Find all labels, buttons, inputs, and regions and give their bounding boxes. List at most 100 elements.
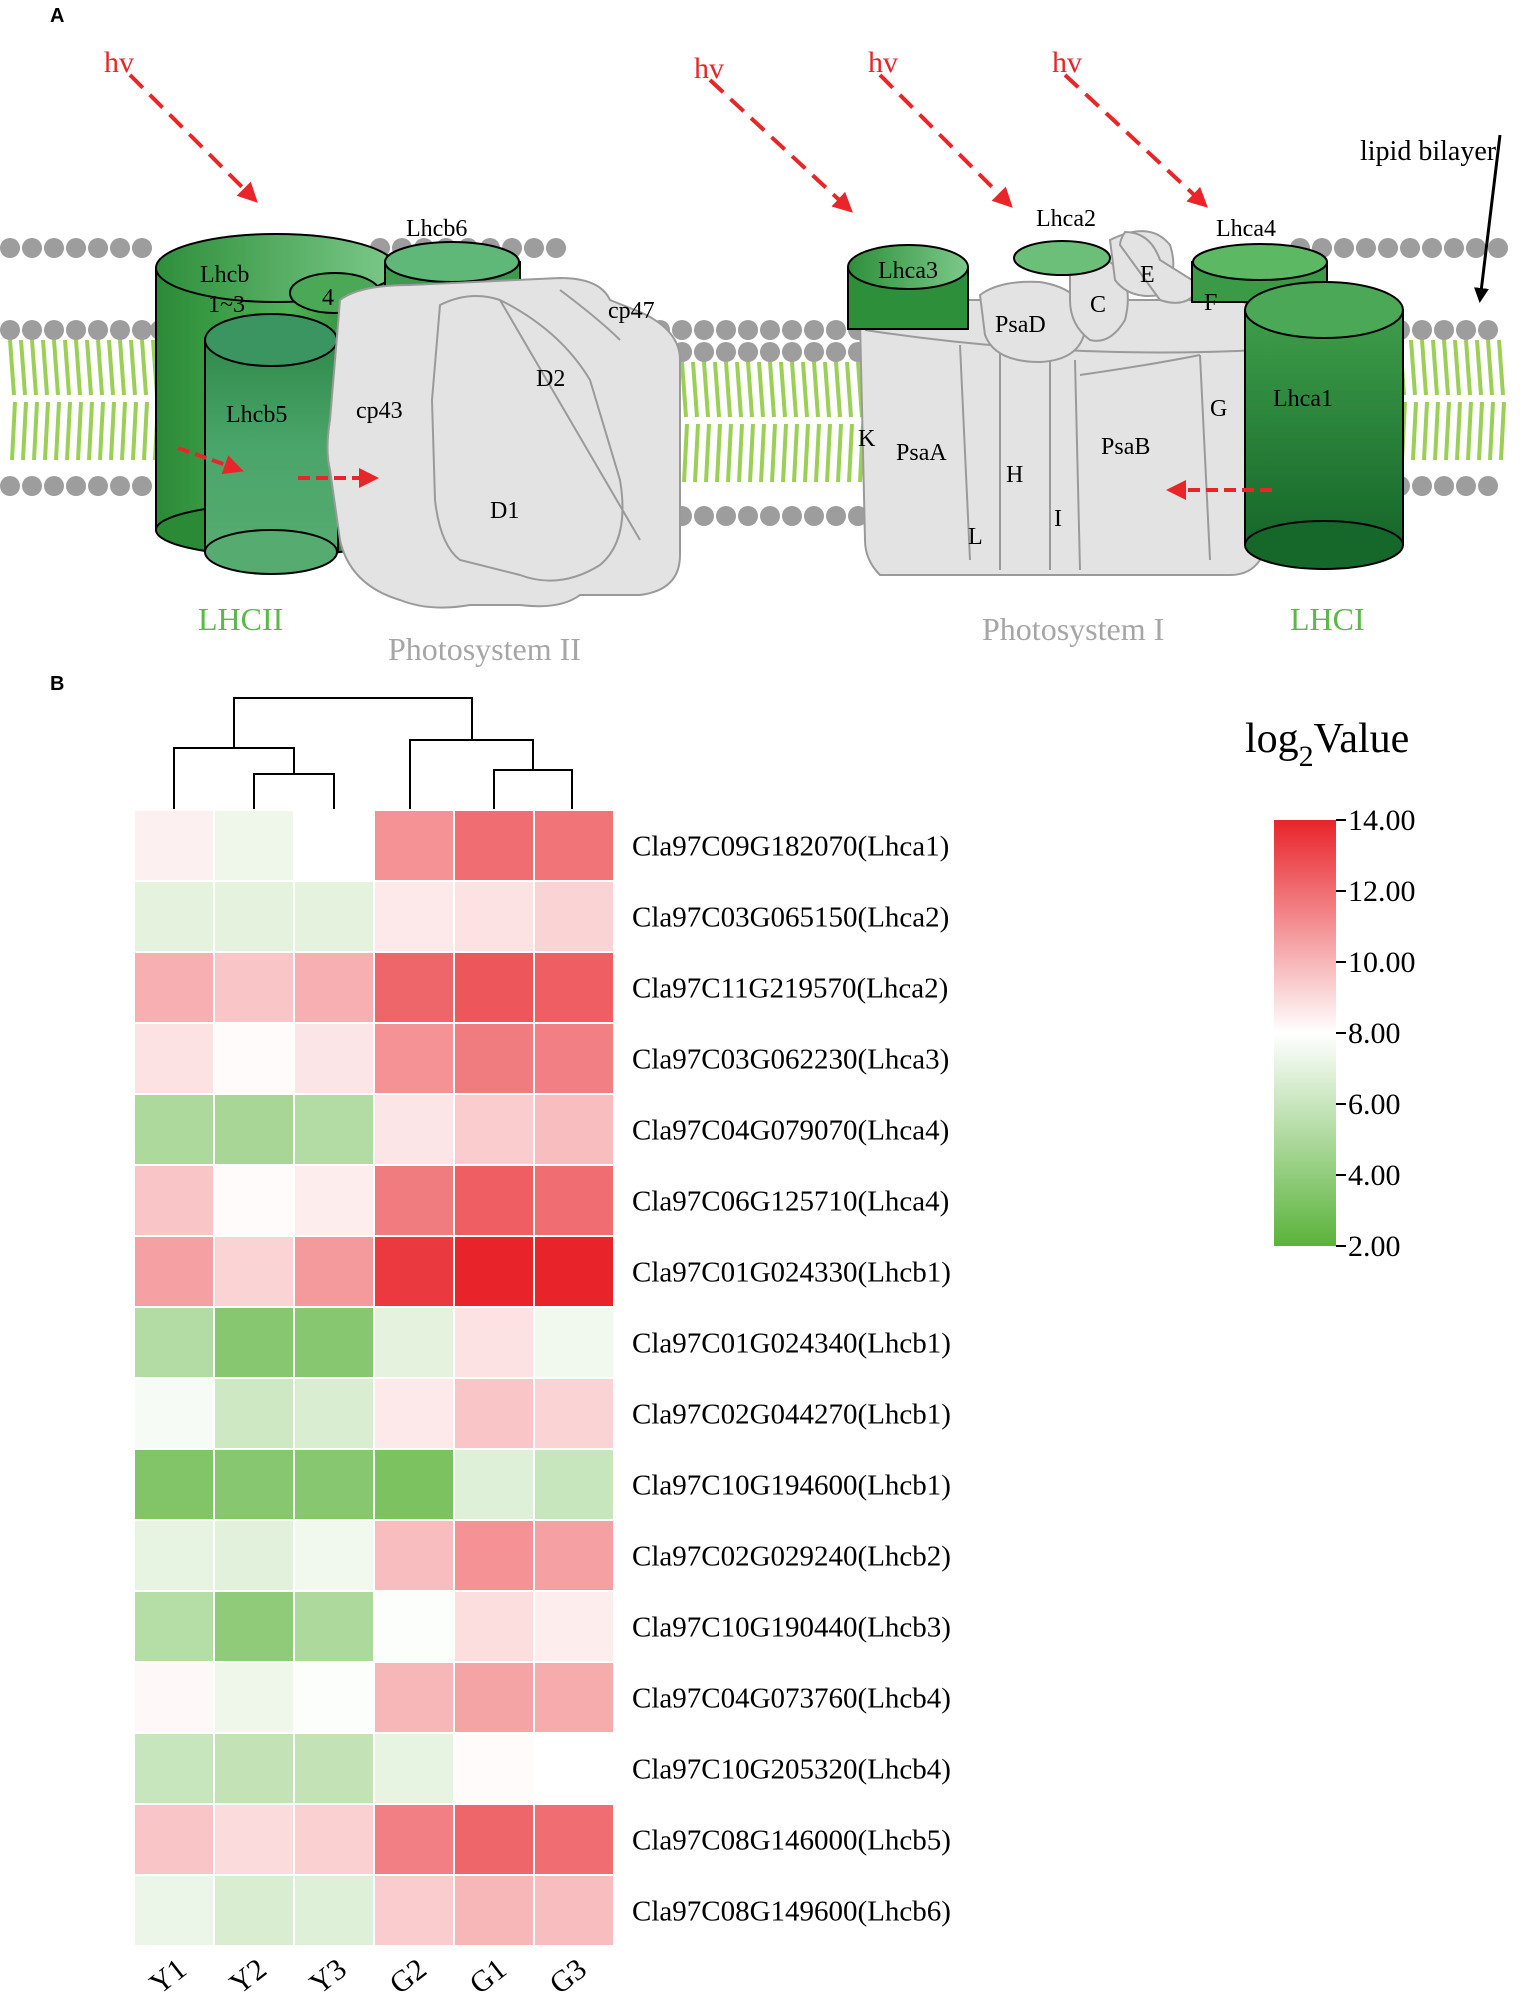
panel-b: B Cla97C09G182070(Lhca1) Cla97C03G065150(… <box>50 673 1416 2001</box>
legend-tick-label: 4.00 <box>1348 1159 1401 1192</box>
heatmap-row-label: Cla97C02G044270(Lhcb1) <box>632 1399 951 1431</box>
heatmap-cell <box>133 1448 215 1521</box>
heatmap-cell <box>213 880 295 953</box>
heatmap-cell <box>213 1732 295 1805</box>
heatmap-cell <box>293 1235 375 1308</box>
heatmap-cell <box>533 880 615 953</box>
heatmap-cell <box>133 1661 215 1734</box>
label-e: E <box>1140 262 1155 288</box>
heatmap-cell <box>293 809 375 882</box>
label-lhca3: Lhca3 <box>878 258 938 284</box>
heatmap-cell <box>133 1590 215 1663</box>
heatmap-cell <box>293 1093 375 1166</box>
heatmap-cell <box>533 1377 615 1450</box>
heatmap-cell <box>213 1874 295 1947</box>
legend-title-base: log <box>1245 716 1299 762</box>
label-l: L <box>968 524 983 550</box>
heatmap-cell <box>533 809 615 882</box>
label-psab: PsaB <box>1101 434 1150 460</box>
label-cp43: cp43 <box>356 398 403 424</box>
heatmap-cell <box>133 1803 215 1876</box>
label-lhcb13-line1: Lhcb <box>200 262 249 288</box>
label-f: F <box>1204 290 1217 316</box>
heatmap-row-label: Cla97C04G079070(Lhca4) <box>632 1115 949 1147</box>
heatmap-cell <box>293 1732 375 1805</box>
heatmap-column-label: G2 <box>384 1952 433 2001</box>
light-arrow-3 <box>878 73 1013 208</box>
label-k: K <box>858 426 876 452</box>
legend-title-sub: 2 <box>1299 740 1314 773</box>
heatmap-cell <box>453 1093 535 1166</box>
label-g: G <box>1210 396 1227 422</box>
heatmap-cell <box>453 1235 535 1308</box>
panel-a: A <box>0 5 1508 667</box>
heatmap-row-label: Cla97C09G182070(Lhca1) <box>632 831 949 863</box>
label-lhcb4: 4 <box>322 285 334 311</box>
heatmap-column-label: G1 <box>464 1952 513 2001</box>
heatmap-cell <box>293 1590 375 1663</box>
heatmap-row-label: Cla97C10G194600(Lhcb1) <box>632 1470 951 1502</box>
group-labels: LHCII Photosystem II Photosystem I LHCI <box>198 601 1365 667</box>
heatmap-cell <box>373 1235 455 1308</box>
dendro-g1-g3 <box>493 769 573 810</box>
legend-tick-label: 10.00 <box>1348 946 1416 979</box>
heatmap-column-label: Y2 <box>224 1952 273 2001</box>
heatmap-cell <box>133 880 215 953</box>
label-lhcb5: Lhcb5 <box>226 402 287 428</box>
heatmap-cell <box>453 1732 535 1805</box>
heatmap-cell <box>373 809 455 882</box>
label-lhcb13-line2: 1~3 <box>208 292 245 318</box>
heatmap-cell <box>533 1874 615 1947</box>
heatmap-cell <box>533 1306 615 1379</box>
heatmap-cell <box>293 1448 375 1521</box>
label-cp47: cp47 <box>608 298 655 324</box>
label-lhca4: Lhca4 <box>1216 216 1276 242</box>
heatmap-cell <box>453 1022 535 1095</box>
heatmap-cell <box>533 1448 615 1521</box>
heatmap-cell <box>453 809 535 882</box>
heatmap-cell <box>213 1448 295 1521</box>
light-label-1: hv <box>104 46 134 79</box>
panel-a-letter: A <box>50 5 64 27</box>
legend-tick-label: 2.00 <box>1348 1230 1401 1263</box>
heatmap-cell <box>373 1022 455 1095</box>
heatmap-cell <box>533 1235 615 1308</box>
legend-color-bar <box>1274 820 1336 1246</box>
heatmap-cell <box>293 1306 375 1379</box>
label-d1: D1 <box>490 498 519 524</box>
panel-b-letter: B <box>50 673 64 695</box>
heatmap-cell <box>373 1306 455 1379</box>
heatmap-cell <box>453 880 535 953</box>
heatmap-row-label: Cla97C03G065150(Lhca2) <box>632 902 949 934</box>
lipid-pointer-arrow <box>1473 134 1502 303</box>
group-label-psi: Photosystem I <box>982 611 1164 647</box>
heatmap-cell <box>213 1093 295 1166</box>
heatmap-cell <box>453 1519 535 1592</box>
heatmap-cell <box>133 1022 215 1095</box>
heatmap-cell <box>133 1732 215 1805</box>
psi-complex <box>858 230 1261 576</box>
heatmap-row-label: Cla97C10G205320(Lhcb4) <box>632 1754 951 1786</box>
heatmap-cell <box>213 1590 295 1663</box>
lipid-bilayer-tails <box>8 339 1506 483</box>
heatmap-cell <box>373 1448 455 1521</box>
psii-complex <box>326 276 681 609</box>
heatmap-row-label: Cla97C04G073760(Lhcb4) <box>632 1683 951 1715</box>
heatmap-column-label: Y1 <box>144 1952 193 2001</box>
label-h: H <box>1006 462 1023 488</box>
heatmap-cell <box>213 1803 295 1876</box>
light-arrows <box>128 73 1208 213</box>
light-labels: hv hv hv hv <box>104 46 1082 85</box>
heatmap-cell <box>293 1519 375 1592</box>
heatmap-cell <box>373 951 455 1024</box>
heatmap-cell <box>453 1448 535 1521</box>
dendro-y1-y23 <box>173 747 295 810</box>
dendro-root <box>233 697 473 748</box>
heatmap-cell <box>133 1235 215 1308</box>
heatmap-cell <box>533 1519 615 1592</box>
heatmap-cell <box>293 880 375 953</box>
heatmap-cell <box>533 1590 615 1663</box>
dendro-g2-g13 <box>409 739 534 810</box>
energy-arrow-lhcb5 <box>177 446 244 475</box>
heatmap-cell <box>453 1874 535 1947</box>
